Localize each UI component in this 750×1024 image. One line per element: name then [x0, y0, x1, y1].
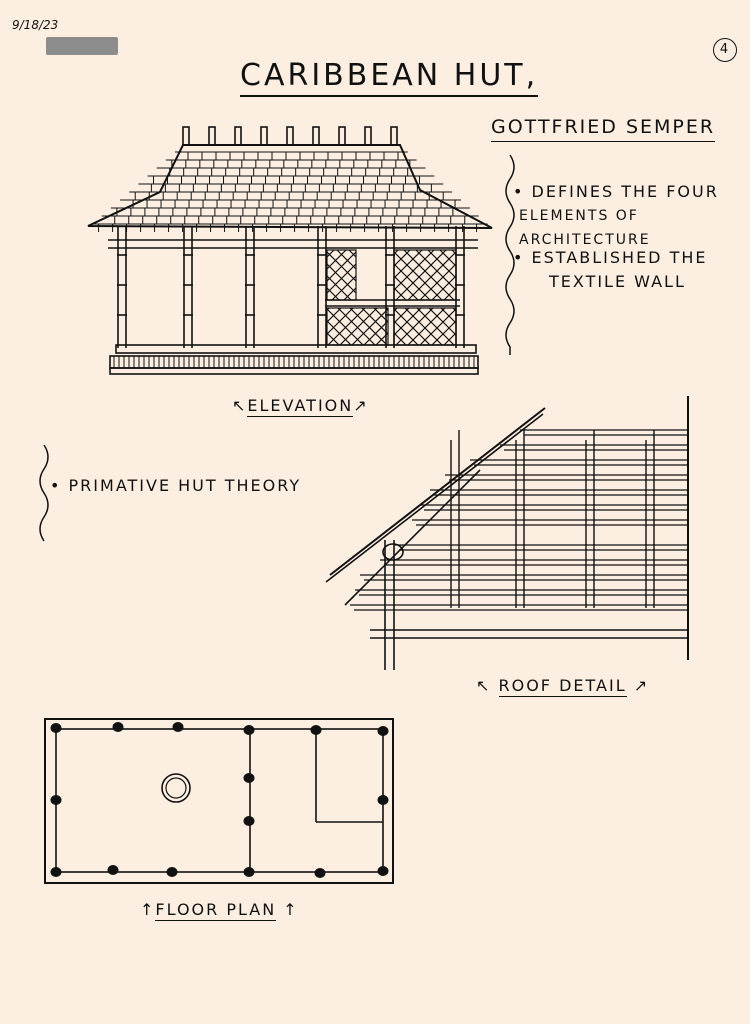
- arrow-icon: ↖: [232, 396, 248, 415]
- arrow-icon: ↑: [283, 900, 299, 919]
- caption-elevation: ↖ELEVATION↗: [232, 396, 369, 417]
- caption-text: ELEVATION: [247, 396, 354, 417]
- note-line: • ESTABLISHED THE: [513, 248, 708, 267]
- note-textile-wall: • ESTABLISHED THE TEXTILE WALL: [513, 246, 708, 294]
- arrow-icon: ↑: [140, 900, 156, 919]
- caption-roof-detail: ↖ ROOF DETAIL ↗: [476, 676, 650, 697]
- caption-floor-plan: ↑FLOOR PLAN ↑: [140, 900, 299, 921]
- bracket-left-notes: [39, 444, 49, 542]
- arrow-icon: ↗: [353, 396, 369, 415]
- page-date: 9/18/23: [12, 18, 59, 32]
- note-four-elements: • DEFINES THE FOUR ELEMENTS OF ARCHITECT…: [513, 180, 750, 252]
- note-line: ELEMENTS OF ARCHITECTURE: [519, 208, 651, 248]
- page-title: CARIBBEAN HUT,: [240, 58, 539, 97]
- page-number: 4: [713, 38, 737, 62]
- caption-text: ROOF DETAIL: [498, 676, 627, 697]
- floor-plan-drawing: [44, 718, 394, 884]
- note-primitive-hut: • PRIMATIVE HUT THEORY: [50, 476, 302, 495]
- caption-text: FLOOR PLAN: [155, 900, 277, 921]
- arrow-icon: ↖: [476, 676, 492, 695]
- note-line: TEXTILE WALL: [549, 272, 686, 291]
- roof-detail-drawing: [325, 396, 689, 670]
- note-line: • DEFINES THE FOUR: [513, 182, 719, 201]
- redacted-name: [46, 37, 118, 55]
- bracket-right-notes: [505, 154, 515, 355]
- arrow-icon: ↗: [633, 676, 650, 695]
- author-name: GOTTFRIED SEMPER: [491, 116, 716, 142]
- elevation-drawing: [87, 126, 493, 375]
